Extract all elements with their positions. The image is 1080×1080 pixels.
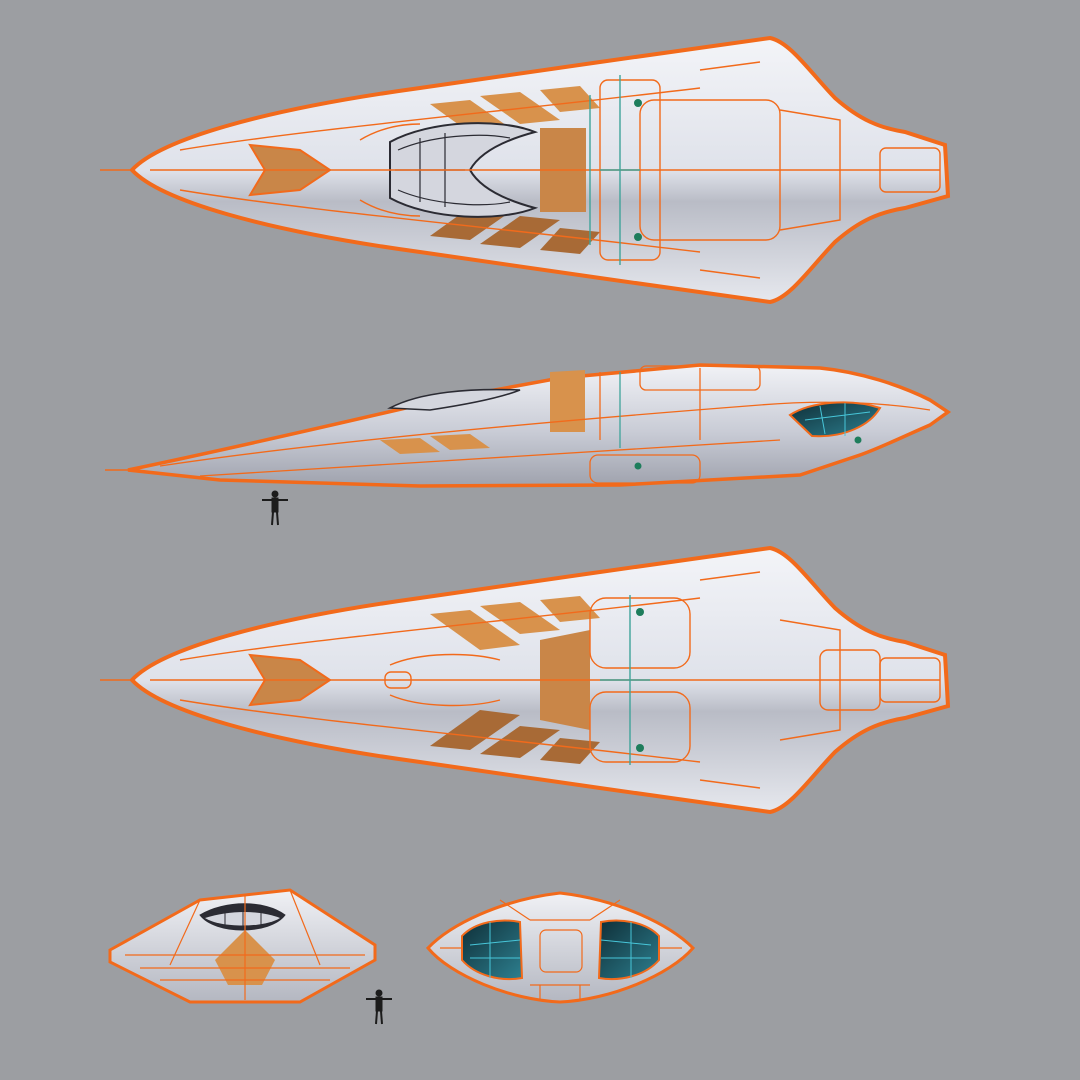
side-canopy	[387, 388, 521, 411]
top-marker	[634, 233, 642, 241]
front-wire-details	[125, 889, 365, 1000]
front-canopy-frame	[224, 910, 262, 930]
bottom-view	[100, 545, 951, 815]
side-marker	[854, 436, 862, 444]
top-wire-details	[150, 61, 941, 279]
bottom-marker	[636, 744, 644, 752]
side-view	[105, 363, 952, 488]
top-marker	[634, 99, 642, 107]
rear-view	[425, 891, 696, 1004]
scale-figure-front	[366, 989, 392, 1025]
top-view	[100, 35, 951, 305]
side-hull	[127, 363, 952, 488]
bottom-marker	[636, 608, 644, 616]
front-view	[108, 888, 377, 1004]
top-teal-lines	[589, 75, 640, 265]
side-cockpit-window	[788, 401, 882, 438]
side-stripes-lower	[380, 434, 490, 454]
bottom-teal-lines	[600, 595, 650, 765]
side-wire-details	[159, 365, 931, 484]
scale-figure-side	[262, 490, 288, 526]
rear-wire-details	[440, 899, 682, 1000]
bottom-wire-details	[150, 571, 941, 789]
rear-window-right	[597, 919, 660, 981]
side-marker	[634, 462, 642, 470]
rear-window-left	[461, 919, 524, 981]
bottom-stripes-upper	[430, 596, 600, 650]
side-stripe	[550, 370, 585, 432]
